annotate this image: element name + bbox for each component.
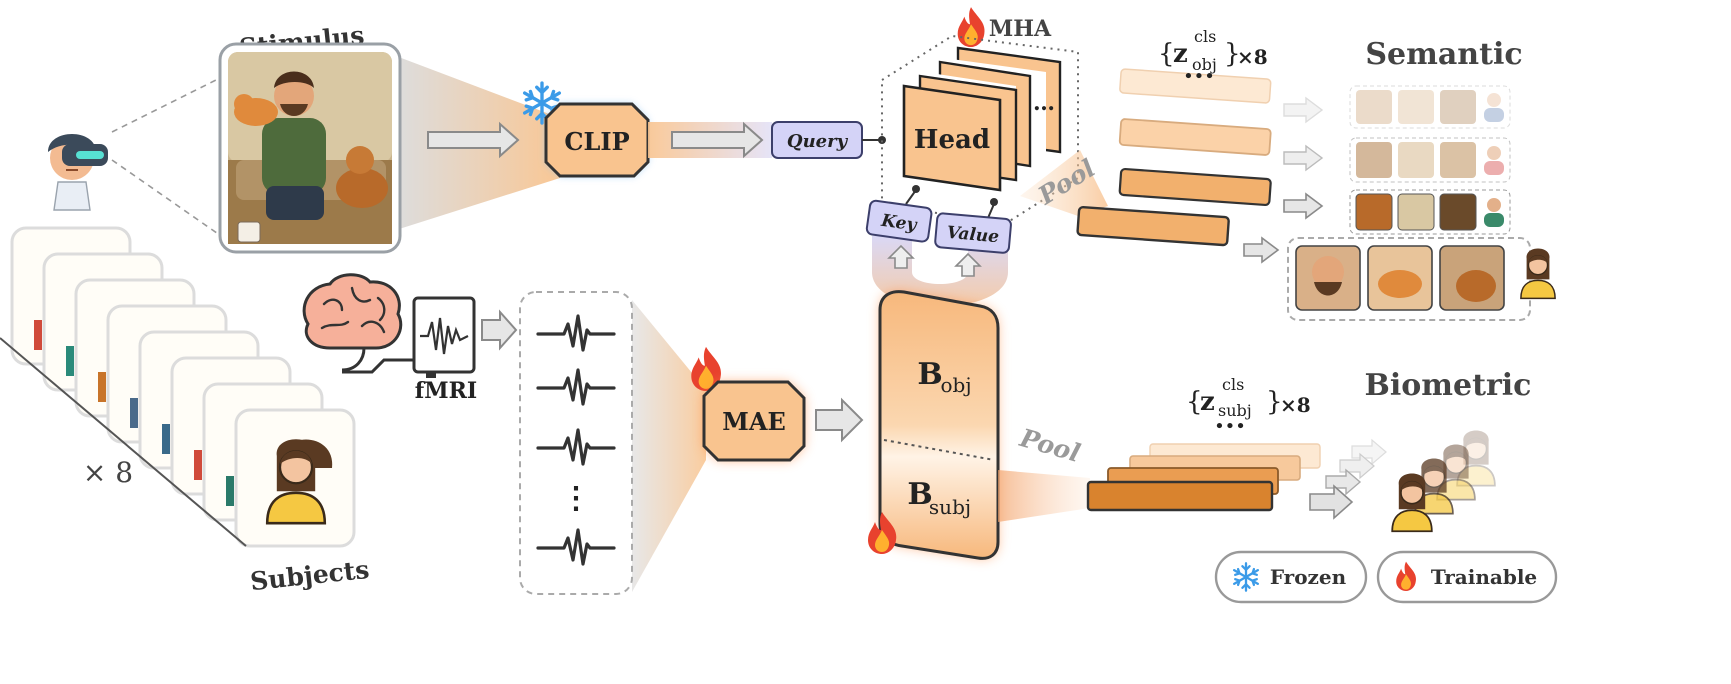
z-obj-main: z [1173, 39, 1188, 69]
clip-encoder: CLIP [544, 102, 650, 178]
flame-icon [957, 7, 985, 48]
biometric-label: Biometric [1365, 368, 1532, 403]
z-obj-sub: obj [1192, 55, 1217, 74]
z-subj-sub: subj [1218, 401, 1252, 420]
z-obj-dots: ••• [1183, 66, 1215, 87]
key-connector-dot [912, 185, 920, 193]
b-obj-main: B [917, 357, 942, 392]
brain-to-fmri-line [342, 358, 414, 374]
person-icon [1520, 247, 1556, 300]
z-obj-brace-open: { [1158, 39, 1175, 69]
semantic-arrows [1243, 96, 1324, 264]
gaze-line-bottom [111, 159, 225, 239]
head-ellipsis: … [1033, 90, 1055, 116]
z-subj-mult: ×8 [1280, 393, 1311, 417]
stimulus-image [218, 42, 402, 254]
legend-trainable: Trainable [1376, 550, 1558, 604]
value-connector-dot [990, 198, 998, 206]
subject-stack [0, 226, 356, 560]
semantic-rows [1287, 85, 1556, 321]
z-subj-sup: cls [1222, 375, 1244, 394]
z-subj-brace-open: { [1186, 387, 1203, 417]
stack-axis-line [0, 337, 247, 547]
times-eight-label: × 8 [83, 456, 133, 489]
biometric-people [1391, 429, 1496, 533]
brain-icon [302, 273, 403, 372]
b-obj-sub: obj [940, 373, 971, 397]
key-box: Key [865, 199, 933, 243]
arrow-fmri-signals [481, 309, 518, 351]
z-subj-main: z [1200, 387, 1215, 417]
legend-frozen: Frozen [1214, 550, 1368, 604]
arrow-to-key [887, 244, 915, 269]
mha-label: MHA [989, 16, 1052, 42]
arrow-clip-query [671, 121, 764, 159]
z-obj-sup: cls [1194, 27, 1216, 46]
semantic-row-2 [1349, 137, 1511, 183]
arrow-mae-backbone [815, 397, 864, 443]
z-subj-brace-close: } [1266, 387, 1283, 417]
gaze-line-top [111, 75, 225, 133]
signal-vdots: ⋮ [561, 481, 591, 516]
pool-bottom-label: Pool [1016, 423, 1084, 468]
biometric-token-bars [1086, 443, 1321, 512]
semantic-row-4 [1287, 237, 1556, 321]
mha-heads: Head … [902, 46, 1062, 192]
b-subj-sub: subj [929, 495, 971, 519]
b-subj-main: B [907, 477, 932, 512]
mae-label: MAE [722, 407, 785, 436]
z-obj-mult: ×8 [1237, 45, 1268, 69]
semantic-token-bars [1076, 68, 1272, 247]
vr-headset-icon [48, 134, 108, 211]
fmri-signal-box: ⋮ [519, 291, 706, 595]
arrow-to-value [954, 252, 982, 277]
z-obj-brace-close: } [1224, 39, 1241, 69]
pool-bottom-beam [998, 470, 1090, 522]
subjects-label: Subjects [249, 555, 371, 596]
biometric-arrows [1309, 438, 1387, 520]
value-label: Value [946, 223, 1000, 247]
z-subj-label: { z cls subj } ×8 ••• [1186, 375, 1311, 437]
semantic-row-3 [1349, 189, 1511, 235]
semantic-row-1 [1349, 85, 1511, 129]
pool-top-beam [1020, 150, 1108, 216]
z-obj-label: { z cls obj } ×8 ••• [1158, 27, 1268, 87]
value-connector [987, 203, 995, 219]
query-box: Query [771, 121, 863, 159]
mae-encoder: MAE [702, 380, 806, 462]
query-connector-dot [878, 136, 886, 144]
z-subj-dots: ••• [1214, 416, 1246, 437]
legend-trainable-label: Trainable [1431, 565, 1537, 589]
fmri-label: fMRI [415, 378, 477, 404]
semantic-label: Semantic [1365, 37, 1522, 72]
query-label: Query [787, 131, 849, 152]
subject-card [234, 408, 356, 548]
head-label: Head [914, 125, 990, 155]
waveform-icon [412, 296, 476, 378]
legend-frozen-label: Frozen [1270, 565, 1347, 589]
arrow-stimulus-clip [427, 121, 520, 159]
clip-label: CLIP [564, 127, 629, 156]
value-box: Value [934, 212, 1012, 254]
backbone-block: B obj B subj [878, 290, 1000, 560]
